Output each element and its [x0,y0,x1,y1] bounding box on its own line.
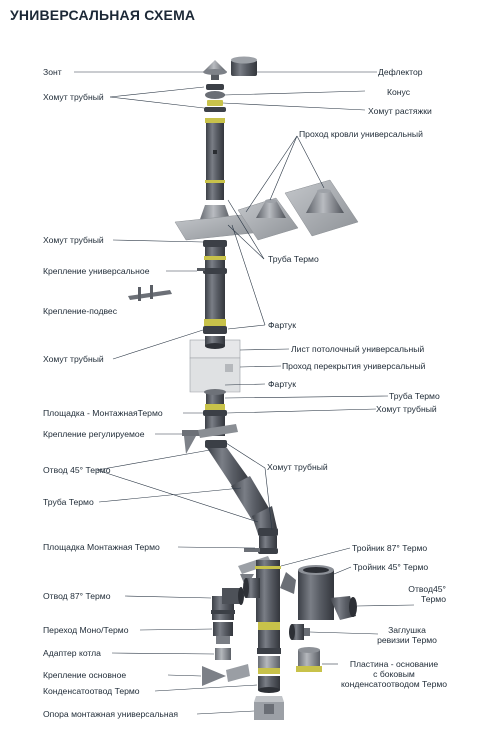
label-otvod-87: Отвод 87° Термо [43,591,111,601]
label-ploshchadka-1: Площадка - МонтажнаяТермо [43,408,163,418]
label-kondensatootvod: Конденсатоотвод Термо [43,686,140,696]
label-kreplenie-reguliruemoe: Крепление регулируемое [43,429,145,439]
perekhod-part [213,622,233,644]
label-plastina-2: с боковым [373,669,415,679]
label-otvod-45-termo: Отвод 45° Термо [43,465,111,475]
label-khomut-trubny-1: Хомут трубный [43,92,104,102]
label-plastina-3: конденсатоотводом Термо [340,679,448,689]
opora-part [254,696,284,720]
zont-part [203,60,227,80]
truba-mid [205,247,225,319]
otvod-45-right-part [330,596,357,620]
label-prokhod-krovli: Проход кровли универсальный [299,129,423,139]
label-zaglushka-1: Заглушка [388,625,426,635]
label-khomut-trubny-2: Хомут трубный [43,235,104,245]
label-konus: Конус [387,87,411,97]
otvod-45-lower [252,506,277,534]
label-opora: Опора монтажная универсальная [43,709,179,719]
kreplenie-podves-part [128,285,172,301]
prokhod-krovli-2 [284,179,359,237]
otvod-87-part [211,587,244,620]
khomut-rastyazhki-part [207,100,223,106]
adapter-kotla-part [215,648,231,660]
otvod-45-upper [207,448,250,492]
khomut-top [206,84,224,90]
label-perekhod: Переход Моно/Термо [43,625,129,635]
label-troynik-87: Тройник 87° Термо [352,543,428,553]
label-plastina-1: Пластина - основание [349,659,439,669]
label-prokhod-perekrytiya: Проход перекрытия универсальный [282,361,426,371]
prokhod-perekrytiya-part [189,357,241,393]
kondensatootvod-part [258,676,280,690]
kreplenie-osnovnoe-part [202,664,250,686]
label-zont: Зонт [43,67,62,77]
label-otvod-45-right-2: Термо [420,594,446,604]
label-khomut-trubny-4: Хомут трубный [376,404,437,414]
label-truba-termo-2: Труба Термо [389,391,440,401]
label-khomut-trubny-3: Хомут трубный [43,354,104,364]
label-khomut-trubny-5: Хомут трубный [267,462,328,472]
truba-upper [206,118,224,200]
zaglushka-part [289,624,310,640]
label-adapter-kotla: Адаптер котла [43,648,101,658]
label-fartuk-1: Фартук [268,320,296,330]
label-deflektor: Дефлектор [378,67,423,77]
truba-slanted [231,476,270,520]
label-kreplenie-universalnoe: Крепление универсальное [43,266,150,276]
label-troynik-45: Тройник 45° Термо [353,562,429,572]
deflektor-part [231,56,257,76]
plastina-part [296,647,322,672]
troynik-45-part [280,565,334,620]
label-truba-termo-1: Труба Термо [268,254,319,264]
label-fartuk-2: Фартук [268,379,296,389]
label-otvod-45-right-1: Отвод45° [408,584,446,594]
label-khomut-rastyazhki: Хомут растяжки [368,106,432,116]
konus-part [205,91,225,99]
label-truba-termo-3: Труба Термо [43,497,94,507]
page-title: УНИВЕРСАЛЬНАЯ СХЕМА [10,7,196,23]
prokhod-krovli-1 [237,197,299,241]
label-kreplenie-osnovnoe: Крепление основное [43,670,127,680]
label-list-potolochny: Лист потолочный универсальный [291,344,425,354]
kreplenie-reguliruemoe-part [182,424,238,454]
leader-lines [74,71,415,715]
label-zaglushka-2: ревизии Термо [377,635,437,645]
label-kreplenie-podves: Крепление-подвес [43,306,118,316]
label-ploshchadka-2: Площадка Монтажная Термо [43,542,160,552]
